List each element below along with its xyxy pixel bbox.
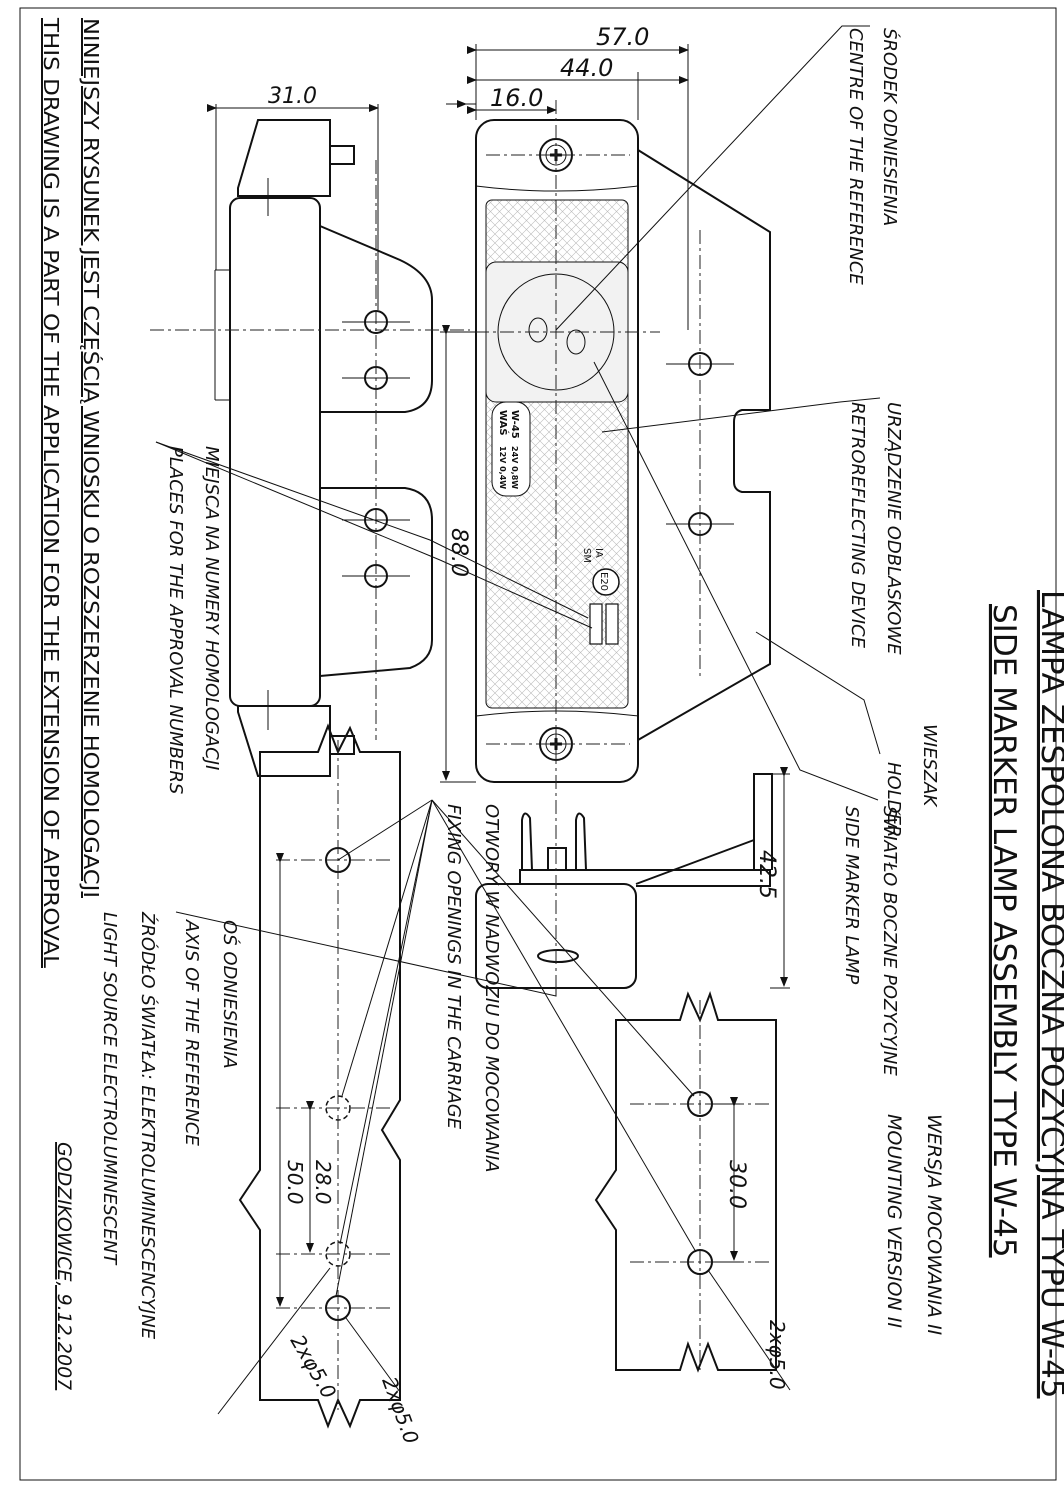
approval-box-2 xyxy=(605,603,619,645)
dim-57: 57.0 xyxy=(596,23,649,51)
dim-88: 88.0 xyxy=(446,528,471,577)
dim-16: 16.0 xyxy=(490,84,543,112)
label-centre-pl: ŚRODEK ODNIESIENIA xyxy=(879,28,901,226)
lamp-side-view xyxy=(475,767,790,1000)
label-axis-pl: OŚ ODNIESIENIA xyxy=(219,920,241,1069)
fixing-plate-right xyxy=(594,990,791,1391)
label-source-pl: ŹRÓDŁO ŚWIATŁA: ELEKTROLUMINESCENCYJNE xyxy=(137,911,159,1340)
approval-box-1 xyxy=(589,603,603,645)
dim-31: 31.0 xyxy=(268,84,317,109)
marking-type: W-45 xyxy=(509,410,520,439)
label-approval-en: PLACES FOR THE APPROVAL NUMBERS xyxy=(165,446,186,794)
label-lamp-en: SIDE MARKER LAMP xyxy=(841,806,862,984)
dim-42: 42.5 xyxy=(754,850,779,899)
note-en: THIS DRAWING IS A PART OF THE APPLICATIO… xyxy=(39,17,63,969)
side-view-top-pin xyxy=(329,145,355,165)
dim-28: 28.0 xyxy=(311,1160,335,1205)
front-view xyxy=(440,44,771,800)
lamp-marking: WAŚ W-45 12V 0,4W 24V 0,8W xyxy=(497,410,520,489)
lamp-side-connector xyxy=(547,847,567,871)
leader-lines xyxy=(155,25,881,1297)
lamp-side-oval xyxy=(537,949,579,963)
dim-hole-left-2: 2xφ5.0 xyxy=(377,1374,423,1448)
marking-sm: SM xyxy=(581,548,592,563)
label-holder-en: HOLDER xyxy=(883,762,904,837)
lamp-side-foot xyxy=(635,839,755,885)
fixing-plate-left-outline xyxy=(238,723,401,1429)
marking-plate xyxy=(491,401,531,497)
dim-50: 50.0 xyxy=(283,1160,307,1205)
label-holder-pl: WIESZAK xyxy=(919,724,940,808)
side-view-bottom-cap xyxy=(237,705,331,777)
side-view-top-cap xyxy=(237,119,331,197)
side-view-bottom-pin xyxy=(329,735,355,755)
dim-30: 30.0 xyxy=(724,1160,749,1209)
side-view-upper-bracket xyxy=(319,225,433,413)
led-2 xyxy=(566,329,586,355)
side-view-lower-bracket xyxy=(319,487,433,677)
drawing-frame xyxy=(19,7,1057,1481)
marking-ia: IA xyxy=(593,548,604,558)
dim-hole-right: 2xφ5.0 xyxy=(765,1320,789,1390)
title-pl: LAMPA ZESPOLONA BOCZNA POZYCYJNA TYPU W-… xyxy=(1034,590,1064,1399)
side-view-body xyxy=(229,197,321,707)
label-fixing-pl: OTWORY W NADWOZIU DO MOCOWANIA xyxy=(481,804,502,1173)
marking-12v: 12V 0,4W xyxy=(498,446,507,489)
label-centre-en: CENTRE OF THE REFERENCE xyxy=(845,28,866,285)
version-en: MOUNTING VERSION II xyxy=(883,1114,905,1328)
lamp-side-wire-2 xyxy=(575,812,587,871)
marking-emark: E20 xyxy=(598,572,609,591)
emark-circle xyxy=(592,568,620,596)
label-retro-en: RETROREFLECTING DEVICE xyxy=(847,402,868,649)
fixing-plate-left xyxy=(217,723,401,1429)
label-axis-en: AXIS OF THE REFERENCE xyxy=(181,919,202,1146)
note-pl: NINIEJSZY RYSUNEK JEST CZĘŚCIĄ WNIOSKU O… xyxy=(79,18,103,898)
version-pl: WERSJA MOCOWANIA II xyxy=(923,1114,945,1336)
label-place-date: GODZIKOWICE, 9.12.2007 xyxy=(53,1142,75,1390)
holder-outline xyxy=(637,149,771,741)
lamp-housing xyxy=(475,119,639,783)
led-1 xyxy=(528,317,548,343)
label-source-en: LIGHT SOURCE ELECTROLUMINESCENT xyxy=(99,912,120,1266)
marking-24v: 24V 0,8W xyxy=(510,446,519,489)
title-en: SIDE MARKER LAMP ASSEMBLY TYPE W-45 xyxy=(986,604,1022,1258)
lamp-side-base xyxy=(519,869,771,887)
lamp-side-wire-1 xyxy=(521,812,533,871)
fixing-plate-right-outline xyxy=(594,990,777,1373)
label-approval-pl: MIEJSCA NA NUMERY HOMOLOGACJI xyxy=(201,446,222,770)
marking-maker: WAŚ xyxy=(497,410,510,436)
label-lamp-pl: ŚWIATŁO BOCZNE POZYCYJNE xyxy=(879,806,901,1076)
label-fixing-en: FIXING OPENINGS IN THE CARRIAGE xyxy=(443,804,464,1130)
label-retro-pl: URZĄDZENIE ODBLASKOWE xyxy=(883,402,904,655)
dim-hole-left-1: 2xφ5.0 xyxy=(286,1331,342,1403)
dim-44: 44.0 xyxy=(560,54,613,82)
side-view xyxy=(150,104,470,777)
lamp-housing-bottom-band xyxy=(475,710,639,717)
lamp-side-bracket xyxy=(753,773,773,870)
lamp-housing-top-band xyxy=(475,185,639,192)
